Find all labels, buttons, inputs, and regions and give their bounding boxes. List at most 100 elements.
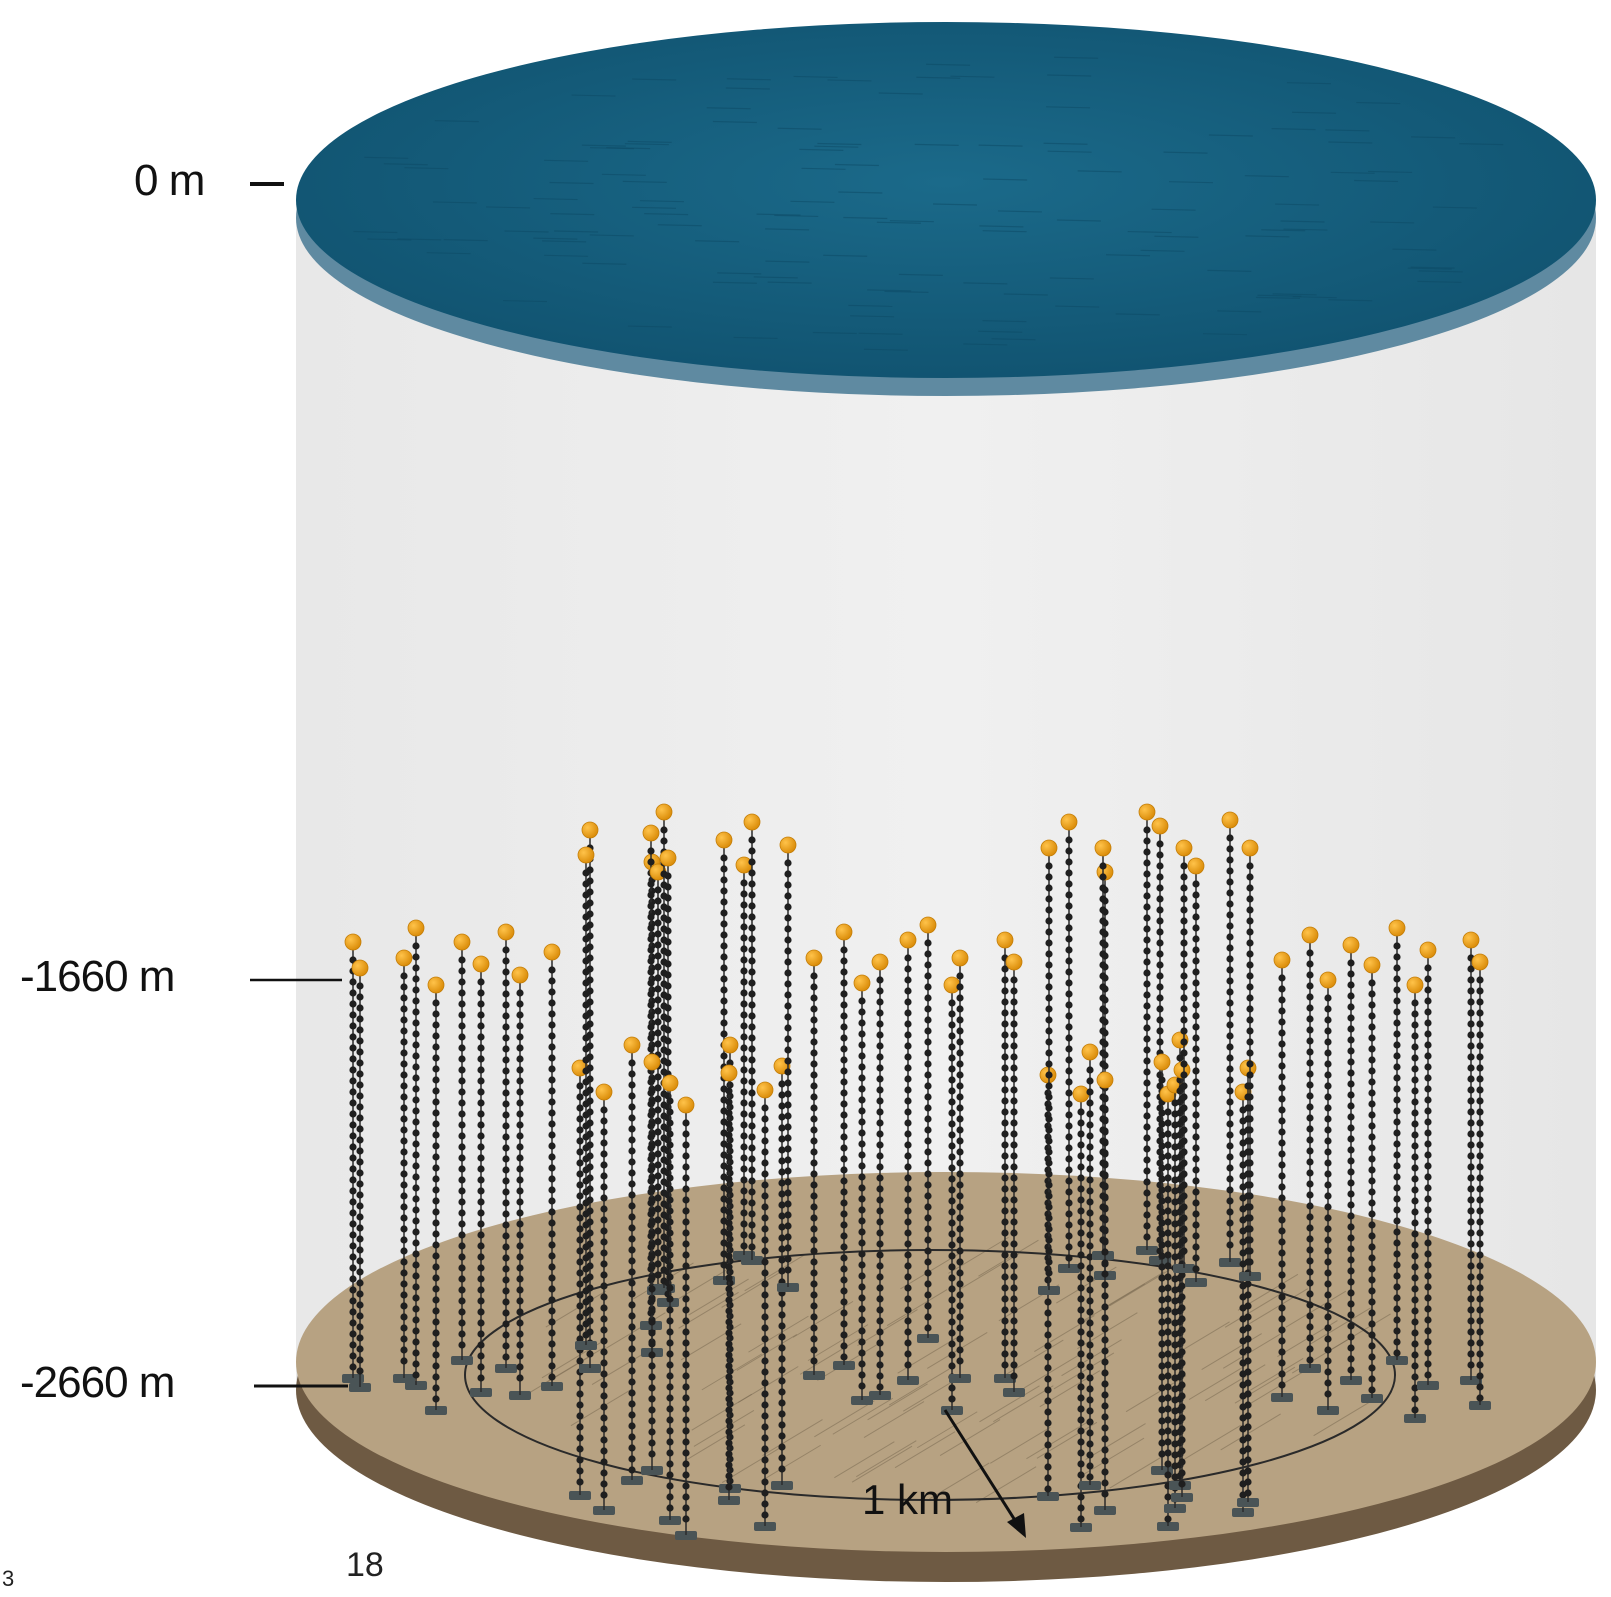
optical-module — [548, 1362, 556, 1370]
optical-module — [516, 1044, 524, 1052]
optical-module — [1424, 1261, 1432, 1269]
optical-module — [576, 1192, 584, 1200]
optical-module — [648, 1296, 656, 1304]
optical-module — [948, 1153, 956, 1161]
optical-module — [1164, 1339, 1172, 1347]
optical-module — [1467, 1053, 1475, 1061]
optical-module — [682, 1317, 690, 1325]
optical-module — [725, 1472, 733, 1480]
optical-module — [582, 1188, 590, 1196]
optical-module — [1101, 1468, 1109, 1476]
wave-mark — [1207, 269, 1252, 272]
optical-module — [748, 1045, 756, 1053]
optical-module — [1143, 1145, 1151, 1153]
optical-module — [1393, 1140, 1401, 1148]
optical-module — [784, 1035, 792, 1043]
optical-module — [725, 1285, 733, 1293]
optical-module — [1180, 1093, 1188, 1101]
optical-module — [1045, 1181, 1053, 1189]
optical-module — [682, 1416, 690, 1424]
optical-module — [858, 1272, 866, 1280]
optical-module — [654, 952, 662, 960]
optical-module — [502, 1331, 510, 1339]
optical-module — [1368, 1309, 1376, 1317]
optical-module — [1424, 1217, 1432, 1225]
optical-module — [664, 993, 672, 1001]
optical-module — [725, 1186, 733, 1194]
optical-module — [356, 1268, 364, 1276]
optical-module — [1411, 1076, 1419, 1084]
wave-mark — [1217, 310, 1262, 313]
optical-module — [477, 1165, 485, 1173]
optical-module — [576, 1247, 584, 1255]
optical-module — [349, 989, 357, 997]
optical-module — [858, 1382, 866, 1390]
wave-mark — [756, 213, 801, 216]
optical-module — [1044, 1452, 1052, 1460]
optical-module — [1347, 970, 1355, 978]
optical-module — [548, 1153, 556, 1161]
optical-module — [748, 935, 756, 943]
wave-mark — [632, 206, 677, 209]
optical-module — [648, 1241, 656, 1249]
optical-module — [1278, 1249, 1286, 1257]
optical-module — [648, 1208, 656, 1216]
optical-module — [1192, 1210, 1200, 1218]
optical-module — [600, 1106, 608, 1114]
optical-module — [516, 1242, 524, 1250]
optical-module — [1347, 1366, 1355, 1374]
optical-module — [1086, 1110, 1094, 1118]
optical-module — [1192, 1155, 1200, 1163]
optical-module — [1001, 998, 1009, 1006]
optical-module — [748, 1243, 756, 1251]
optical-module — [1411, 1197, 1419, 1205]
optical-module — [548, 1186, 556, 1194]
optical-module — [1411, 1252, 1419, 1260]
optical-module — [1164, 1449, 1172, 1457]
optical-module — [1065, 1210, 1073, 1218]
optical-module — [1476, 1350, 1484, 1358]
optical-module — [1424, 1239, 1432, 1247]
optical-module — [1411, 1098, 1419, 1106]
optical-module — [1158, 1329, 1166, 1337]
optical-module — [1324, 1115, 1332, 1123]
optical-module — [682, 1471, 690, 1479]
optical-module — [1164, 1185, 1172, 1193]
optical-module — [516, 1319, 524, 1327]
optical-module — [725, 1219, 733, 1227]
optical-module — [400, 1159, 408, 1167]
optical-module — [725, 1164, 733, 1172]
optical-module — [502, 946, 510, 954]
optical-module — [582, 1276, 590, 1284]
optical-module — [1143, 1057, 1151, 1065]
optical-module — [1368, 1023, 1376, 1031]
optical-module — [1226, 999, 1234, 1007]
optical-module — [412, 1349, 420, 1357]
optical-module — [1158, 1428, 1166, 1436]
optical-module — [725, 1263, 733, 1271]
optical-module — [1077, 1130, 1085, 1138]
optical-module — [1424, 1305, 1432, 1313]
optical-module — [1077, 1460, 1085, 1468]
optical-module — [784, 1255, 792, 1263]
optical-module — [582, 1309, 590, 1317]
optical-module — [1244, 1346, 1252, 1354]
optical-module — [1278, 1337, 1286, 1345]
optical-module — [1178, 1436, 1186, 1444]
optical-module — [502, 1232, 510, 1240]
optical-module — [654, 1018, 662, 1026]
optical-module — [458, 1220, 466, 1228]
optical-module — [924, 1060, 932, 1068]
optical-module — [666, 1273, 674, 1281]
seabed-hatch — [693, 1409, 755, 1447]
optical-module — [784, 1233, 792, 1241]
optical-module — [682, 1251, 690, 1259]
optical-module — [647, 935, 655, 943]
optical-module — [761, 1214, 769, 1222]
optical-module — [740, 1011, 748, 1019]
optical-module — [349, 1022, 357, 1030]
optical-module — [740, 1143, 748, 1151]
optical-module — [778, 1322, 786, 1330]
optical-module — [628, 1246, 636, 1254]
optical-module — [1476, 1372, 1484, 1380]
